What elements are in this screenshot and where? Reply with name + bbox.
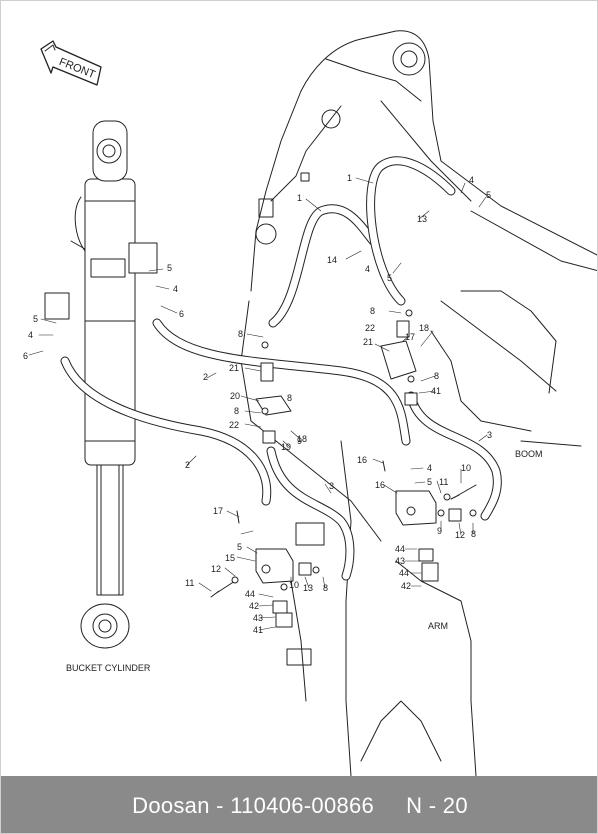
callout: 21 [363, 337, 373, 347]
callout: 10 [289, 580, 299, 590]
callout: 8 [370, 306, 375, 316]
boom-label: BOOM [515, 449, 543, 459]
callout: 1 [347, 173, 352, 183]
callout: 44 [245, 589, 255, 599]
callout: 5 [33, 314, 38, 324]
callout: 22 [365, 323, 375, 333]
hose-1-right [366, 156, 456, 306]
callout: 8 [287, 393, 292, 403]
callout: 20 [230, 391, 240, 401]
bracket-20 [380, 340, 417, 380]
callout: 13 [303, 583, 313, 593]
hose-1-left [268, 204, 378, 328]
hose-2-left [60, 356, 272, 506]
leader-lines [28, 177, 488, 631]
callout: 41 [431, 386, 441, 396]
callout: 8 [238, 329, 243, 339]
block-15 [395, 490, 437, 526]
bucket-cylinder-label: BUCKET CYLINDER [66, 663, 151, 673]
footer-bar: Doosan - 110406-00866 N - 20 [1, 776, 597, 833]
callout: 8 [434, 371, 439, 381]
callout: 9 [437, 526, 442, 536]
callout: 6 [23, 351, 28, 361]
callout: 5 [387, 273, 392, 283]
callout: 14 [327, 255, 337, 265]
callout: 5 [486, 190, 491, 200]
callout: 12 [455, 530, 465, 540]
callout: 5 [237, 542, 242, 552]
callout: 11 [439, 477, 448, 487]
callout: 3 [487, 430, 492, 440]
callout: 43 [395, 556, 405, 566]
callout: 2 [203, 372, 208, 382]
callout: 16 [375, 480, 385, 490]
hose-3-lower [266, 446, 355, 581]
callout: 18 [419, 323, 429, 333]
callout: 43 [253, 613, 263, 623]
callout: 22 [229, 420, 239, 430]
callout: 9 [297, 436, 302, 446]
callout: 19 [281, 442, 291, 452]
front-arrow-icon [40, 40, 102, 86]
fittings [210, 309, 477, 628]
callout: 5 [167, 263, 172, 273]
callout: 12 [211, 564, 221, 574]
bracket-19 [255, 395, 292, 416]
callout: 4 [427, 463, 432, 473]
bucket-cylinder [44, 120, 158, 649]
hose-2-upper [152, 318, 411, 446]
callout: 44 [399, 568, 409, 578]
arm-label: ARM [428, 621, 448, 631]
callout: 10 [461, 463, 471, 473]
callout: 44 [395, 544, 405, 554]
callout: 41 [253, 625, 263, 635]
boom-structure [240, 30, 597, 542]
callout: 13 [417, 214, 427, 224]
callout: 15 [225, 553, 235, 563]
callout: 8 [471, 529, 476, 539]
callout: 42 [401, 581, 411, 591]
callout-numbers: 1 1 2 2 3 3 4 4 4 4 4 5 5 5 5 5 5 6 6 8 … [23, 173, 492, 635]
callout: 3 [329, 481, 334, 491]
callout: 18 [297, 434, 307, 444]
callout: 4 [365, 264, 370, 274]
callout: 4 [469, 175, 474, 185]
hydraulic-parts-diagram: FRONT [23, 30, 597, 776]
block-14 [255, 548, 294, 584]
callout: 8 [234, 406, 239, 416]
callout: 8 [323, 583, 328, 593]
arm-structure [286, 440, 477, 776]
callout: 42 [249, 601, 259, 611]
callout: 2 [185, 460, 190, 470]
callout: 5 [427, 477, 432, 487]
callout: 1 [297, 193, 302, 203]
callout: 17 [213, 506, 223, 516]
footer-text: Doosan - 110406-00866 N - 20 [132, 793, 468, 818]
callout: 11 [185, 578, 194, 588]
callout: 4 [28, 330, 33, 340]
callout: 16 [357, 455, 367, 465]
hose-3-right [406, 391, 502, 521]
callout: 17 [405, 332, 415, 342]
callout: 21 [229, 363, 239, 373]
callout: 4 [173, 284, 178, 294]
callout: 6 [179, 309, 184, 319]
